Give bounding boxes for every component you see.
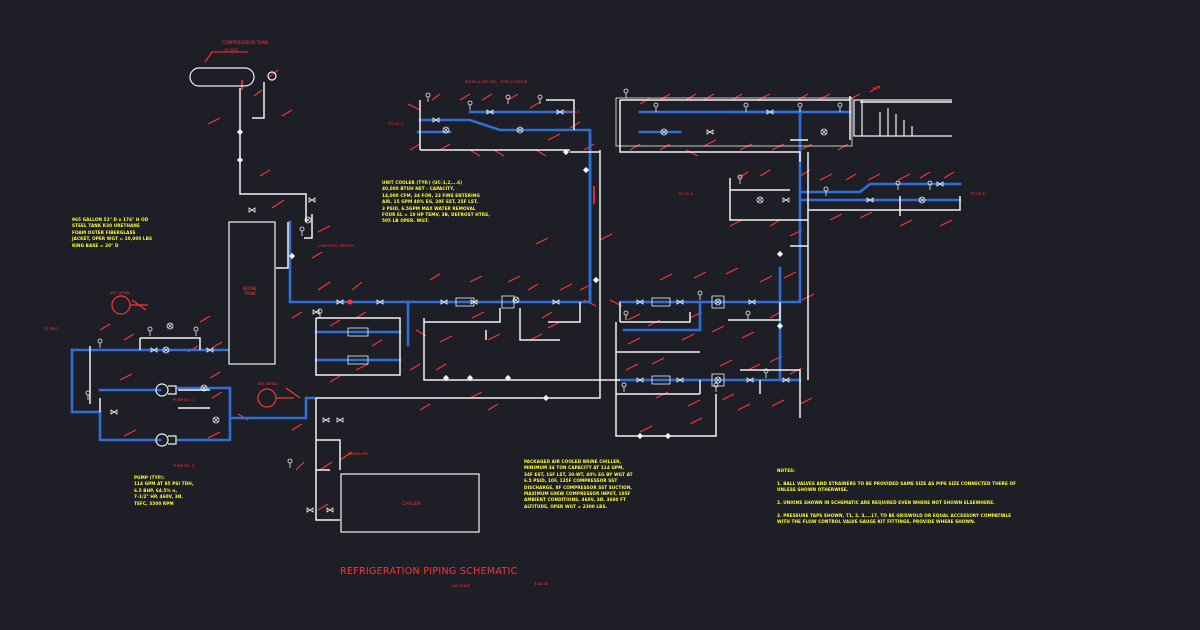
see-detail-label-1: SEE DETAIL (110, 291, 131, 295)
chiller-box (340, 473, 480, 533)
general-notes: NOTES: 1. BALL VALVES AND STRAINERS TO B… (777, 468, 1017, 525)
drawing-title: REFRIGERATION PIPING SCHEMATIC (340, 566, 518, 577)
red-valve-marker (347, 299, 353, 305)
annotation-leaders (99, 51, 955, 511)
to-uc-mid-label: TO UC-4 (564, 110, 579, 114)
tank-size-label: 8" SIZE (225, 48, 239, 52)
sheet-number: 3-08-08 (534, 582, 549, 586)
to-uc-mid2-label: TO UC-5 (678, 192, 693, 196)
unit-cooler-spec: UNIT COOLER (TYP.) (UC-1,2,...6) 40,000 … (382, 180, 490, 224)
chiller-spec: PACKAGED AIR COOLED BRINE CHILLER, MINIM… (524, 459, 633, 509)
psig-label: 25 PSIG (44, 327, 59, 331)
return-piping (89, 82, 961, 521)
drawing-subtitle: NO SCALE (452, 584, 471, 588)
brine-tank-label: BRINE TANK (243, 287, 257, 297)
to-uc-left-label: TO UC-3 (388, 122, 403, 126)
equipment (155, 67, 952, 533)
compression-tank (189, 67, 255, 87)
low-level-switch-label: LOW LEVEL SWITCH (318, 244, 354, 248)
to-uc-right-label: TO UC-5 (970, 192, 985, 196)
pump-1-body (155, 383, 169, 397)
pump-2-body (155, 433, 169, 447)
pump-1-label: PUMP NO. 1 (173, 398, 195, 402)
pump-2-label: PUMP NO. 2 (173, 464, 195, 468)
uc-top-right-label: UC-5 (872, 86, 881, 90)
pump-spec: PUMP (TYP): 114 GPM AT 85 PSI TDH, 6.5 B… (134, 475, 194, 506)
fittings (85, 88, 944, 513)
brine-tank-spec: 965 GALLON 52" D x 176" H OD STEEL TANK … (72, 217, 153, 248)
red-highlight (241, 80, 595, 204)
chiller-label: CHILLER (402, 502, 421, 507)
brine-tank (228, 221, 276, 365)
see-detail-label-2: SEE DETAIL (258, 382, 279, 386)
strainers (347, 295, 725, 387)
room-reference-label: ROOM & SEE SHT. - FOR LOCATION (465, 80, 528, 84)
pipe-note-label: NHEDA RM. (348, 452, 369, 456)
compression-tank-label: COMPRESSION TANK (222, 41, 269, 46)
detail-bubbles (111, 295, 294, 408)
